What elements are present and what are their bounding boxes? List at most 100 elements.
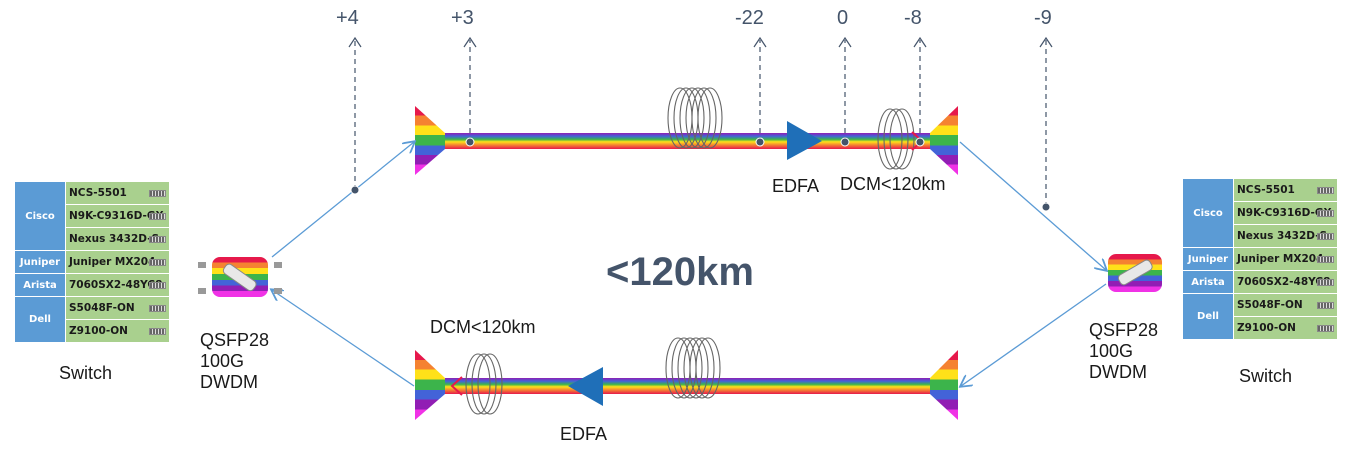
vendor-cell: Dell	[14, 296, 66, 343]
model-cell: Z9100-ON	[65, 319, 170, 343]
vendor-cell: Juniper	[1182, 247, 1234, 271]
vendor-cell: Dell	[1182, 293, 1234, 340]
probe-point-5	[915, 137, 925, 147]
bottom-edfa-label: EDFA	[560, 424, 608, 444]
table-row: Juniper Juniper MX204	[14, 250, 170, 274]
table-row: Juniper Juniper MX204	[1182, 247, 1338, 271]
switch-port-icon	[1317, 210, 1334, 217]
connector-right-to-bottom	[961, 283, 1107, 386]
vendor-cell: Cisco	[14, 181, 66, 251]
transceiver-left-tech: DWDM	[200, 372, 258, 392]
probe-point-3	[755, 137, 765, 147]
table-row: Arista 7060SX2-48YC8	[14, 273, 170, 297]
probe-point-1	[350, 185, 360, 195]
switch-port-icon	[1317, 233, 1334, 240]
switch-port-icon	[1317, 325, 1334, 332]
transceiver-left-type: QSFP28	[200, 330, 270, 350]
model-name: S5048F-ON	[69, 302, 135, 314]
model-name: NCS-5501	[1237, 184, 1295, 196]
transceiver-right-icon	[1108, 254, 1162, 292]
power-probes	[348, 36, 1053, 207]
power-level-label: +3	[451, 7, 474, 29]
model-cell: Juniper MX204	[65, 250, 170, 274]
transceiver-right-tech: DWDM	[1089, 362, 1147, 382]
bottom-fiber-spool	[665, 337, 721, 399]
top-fiber-spool	[667, 87, 723, 149]
vendor-cell: Juniper	[14, 250, 66, 274]
connector-top-to-right	[959, 141, 1106, 270]
model-cell: NCS-5501	[1233, 178, 1338, 202]
model-name: Juniper MX204	[1237, 253, 1324, 265]
table-row: Nexus 3432D-S	[1183, 224, 1338, 248]
top-dcm-label: DCM<120km	[840, 174, 946, 194]
model-name: Nexus 3432D-S	[1237, 230, 1328, 242]
model-name: N9K-C9316D-GX	[1237, 207, 1332, 219]
distance-label: <120km	[606, 250, 754, 294]
switch-table-left: Cisco NCS-5501 N9K-C9316D-GX Nexus 3432D…	[14, 181, 170, 343]
power-level-label: +4	[336, 7, 359, 29]
vendor-cell: Cisco	[1182, 178, 1234, 248]
model-cell: S5048F-ON	[65, 296, 170, 320]
probe-arrow-1	[348, 36, 362, 48]
switch-port-icon	[1317, 302, 1334, 309]
model-name: 7060SX2-48YC8	[69, 279, 163, 291]
table-row: Cisco NCS-5501	[14, 181, 170, 251]
model-cell: N9K-C9316D-GX	[65, 204, 170, 228]
switch-port-icon	[149, 328, 166, 335]
bottom-dcm-arrow	[450, 376, 463, 396]
transceiver-right-rate: 100G	[1089, 341, 1134, 361]
model-cell: Nexus 3432D-S	[1233, 224, 1338, 248]
top-edfa-label: EDFA	[772, 176, 820, 196]
model-cell: Nexus 3432D-S	[65, 227, 170, 251]
table-row: Z9100-ON	[15, 319, 170, 343]
probe-point-6	[1041, 202, 1051, 212]
switch-right-label: Switch	[1239, 366, 1293, 386]
bottom-edfa-amplifier	[568, 367, 603, 406]
transceiver-right-label: QSFP28 100G DWDM	[1089, 320, 1158, 383]
bottom-dcm-label: DCM<120km	[430, 317, 536, 337]
connector-lines	[272, 142, 1106, 386]
power-level-label: -8	[904, 7, 922, 29]
power-level-label: -22	[735, 7, 764, 29]
model-name: 7060SX2-48YC8	[1237, 276, 1331, 288]
top-fiber-path	[415, 87, 958, 175]
switch-port-icon	[149, 236, 166, 243]
vendor-cell: Arista	[14, 273, 66, 297]
transceiver-left-label: QSFP28 100G DWDM	[200, 330, 269, 393]
switch-port-icon	[1317, 187, 1334, 194]
switch-port-icon	[149, 282, 166, 289]
transceiver-left-rate: 100G	[200, 351, 245, 371]
switch-port-icon	[1317, 279, 1334, 286]
model-cell: NCS-5501	[65, 181, 170, 205]
switch-port-icon	[149, 190, 166, 197]
model-name: NCS-5501	[69, 187, 127, 199]
probe-arrow-3	[753, 36, 767, 48]
top-left-mux	[415, 106, 445, 175]
bottom-fiber-path	[415, 337, 958, 420]
probe-arrow-5	[913, 36, 927, 48]
model-name: Nexus 3432D-S	[69, 233, 160, 245]
switch-table-right: Cisco NCS-5501 N9K-C9316D-GX Nexus 3432D…	[1182, 178, 1338, 340]
model-name: S5048F-ON	[1237, 299, 1303, 311]
model-cell: N9K-C9316D-GX	[1233, 201, 1338, 225]
model-name: Z9100-ON	[69, 325, 128, 337]
probe-points	[350, 137, 1051, 212]
model-cell: S5048F-ON	[1233, 293, 1338, 317]
table-row: Arista 7060SX2-48YC8	[1182, 270, 1338, 294]
probe-arrow-2	[463, 36, 477, 48]
model-cell: 7060SX2-48YC8	[1233, 270, 1338, 294]
table-row: Nexus 3432D-S	[15, 227, 170, 251]
table-row: Dell S5048F-ON	[1182, 293, 1338, 340]
vendor-cell: Arista	[1182, 270, 1234, 294]
model-cell: Juniper MX204	[1233, 247, 1338, 271]
model-name: Juniper MX204	[69, 256, 156, 268]
top-edfa-amplifier	[787, 121, 822, 160]
model-cell: Z9100-ON	[1233, 316, 1338, 340]
bottom-dcm-spool	[465, 353, 503, 415]
table-row: N9K-C9316D-GX	[1183, 201, 1338, 225]
bottom-left-mux	[415, 350, 445, 420]
probe-point-2	[465, 137, 475, 147]
model-cell: 7060SX2-48YC8	[65, 273, 170, 297]
top-right-mux	[930, 106, 958, 175]
